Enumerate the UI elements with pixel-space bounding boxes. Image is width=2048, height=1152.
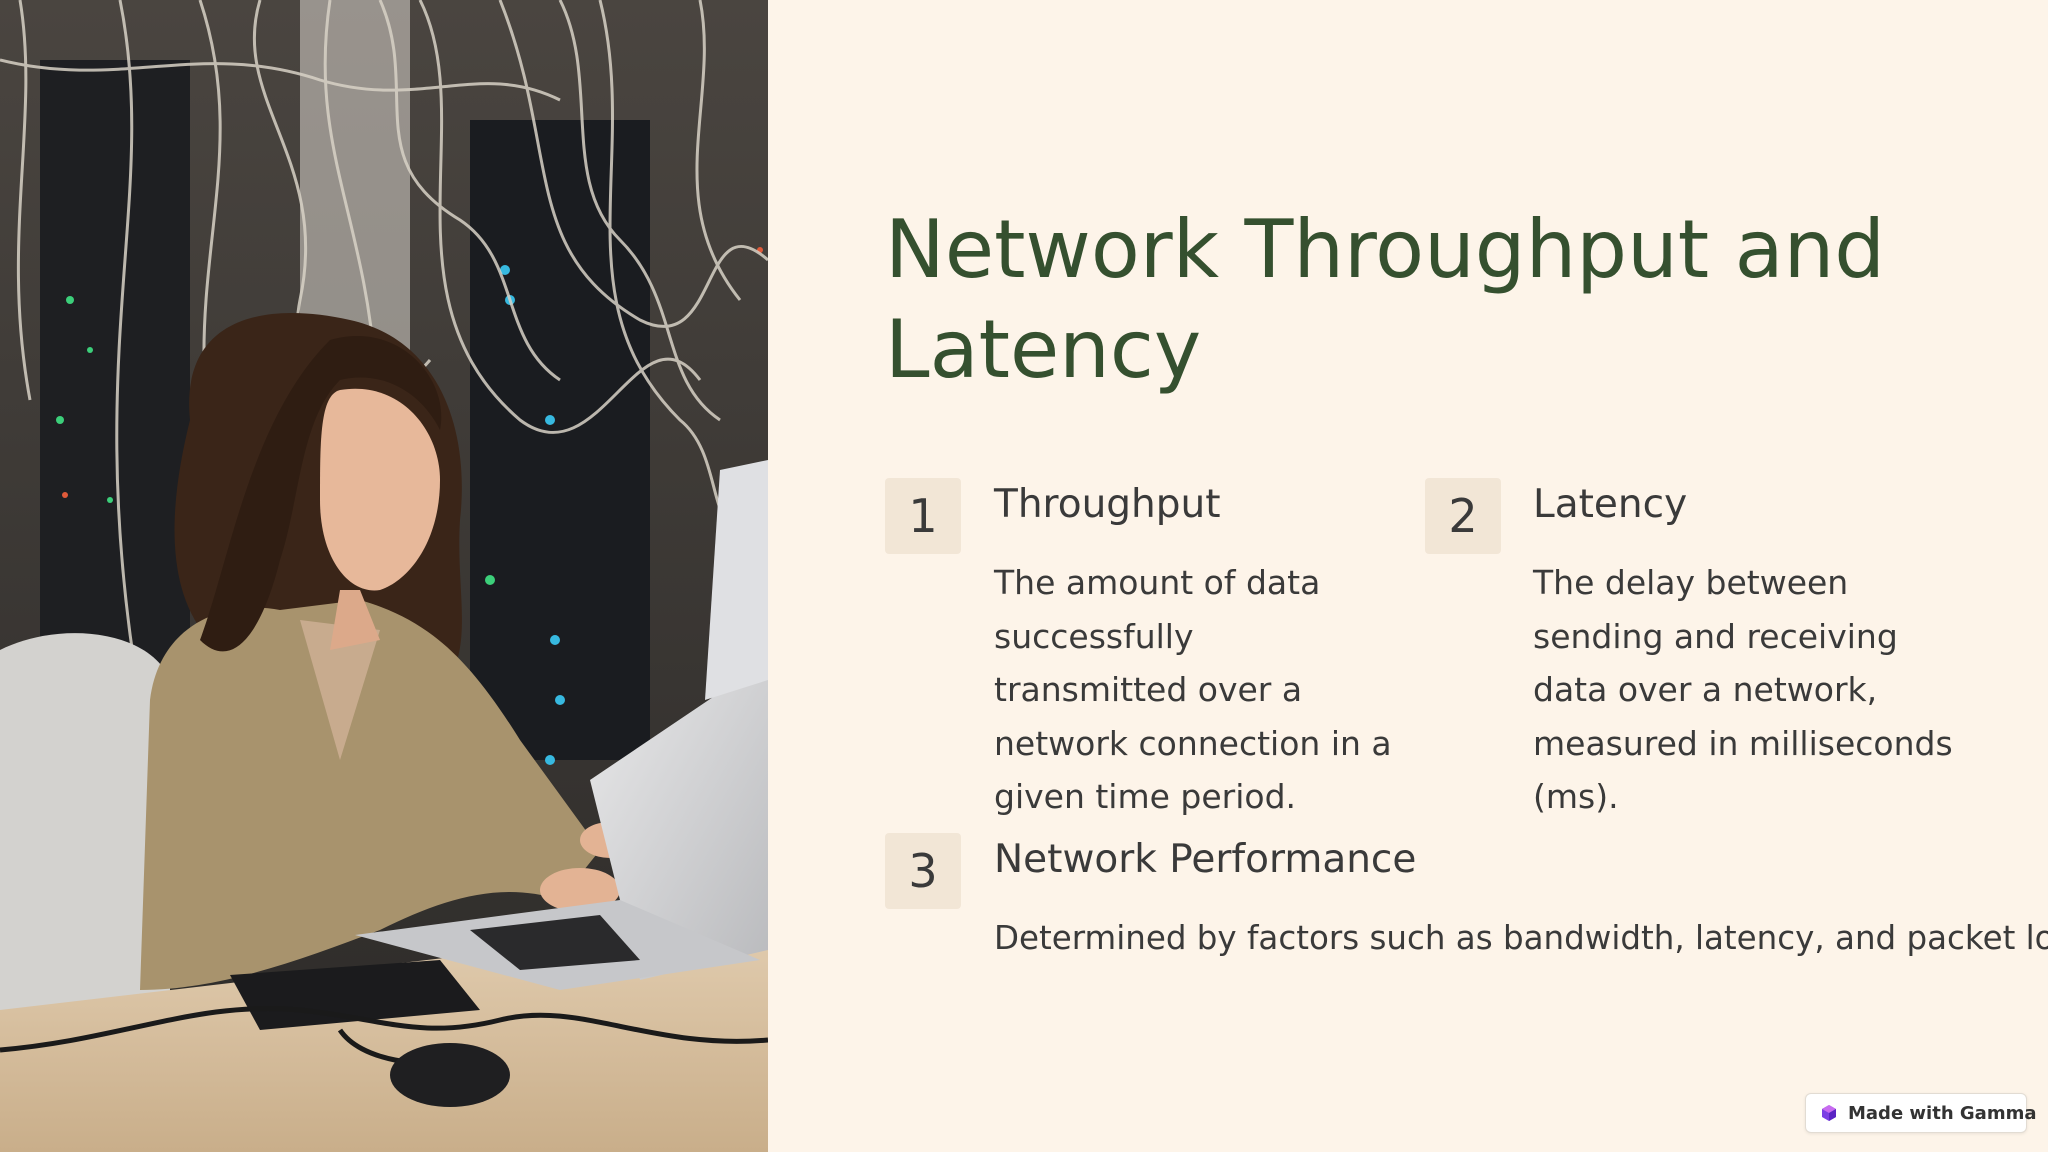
slide-title: Network Throughput and Latency bbox=[885, 203, 1886, 396]
item-number-2: 2 bbox=[1425, 478, 1501, 554]
made-with-gamma-badge[interactable]: Made with Gamma bbox=[1805, 1093, 2036, 1133]
item-number-1: 1 bbox=[885, 478, 961, 554]
item-heading-network-performance: Network Performance bbox=[994, 837, 1417, 882]
item-heading-throughput: Throughput bbox=[994, 482, 1221, 527]
item-text-network-performance: Determined by factors such as bandwidth,… bbox=[994, 919, 2048, 957]
item-heading-latency: Latency bbox=[1533, 482, 1688, 527]
item-text-throughput: The amount of data successfully transmit… bbox=[994, 563, 1392, 816]
item-number-3: 3 bbox=[885, 833, 961, 909]
gamma-logo-icon bbox=[1820, 1104, 1838, 1122]
hero-photo bbox=[0, 0, 768, 1152]
badge-label: Made with Gamma bbox=[1848, 1102, 2037, 1124]
item-text-latency: The delay between sending and receiving … bbox=[1533, 563, 1953, 816]
